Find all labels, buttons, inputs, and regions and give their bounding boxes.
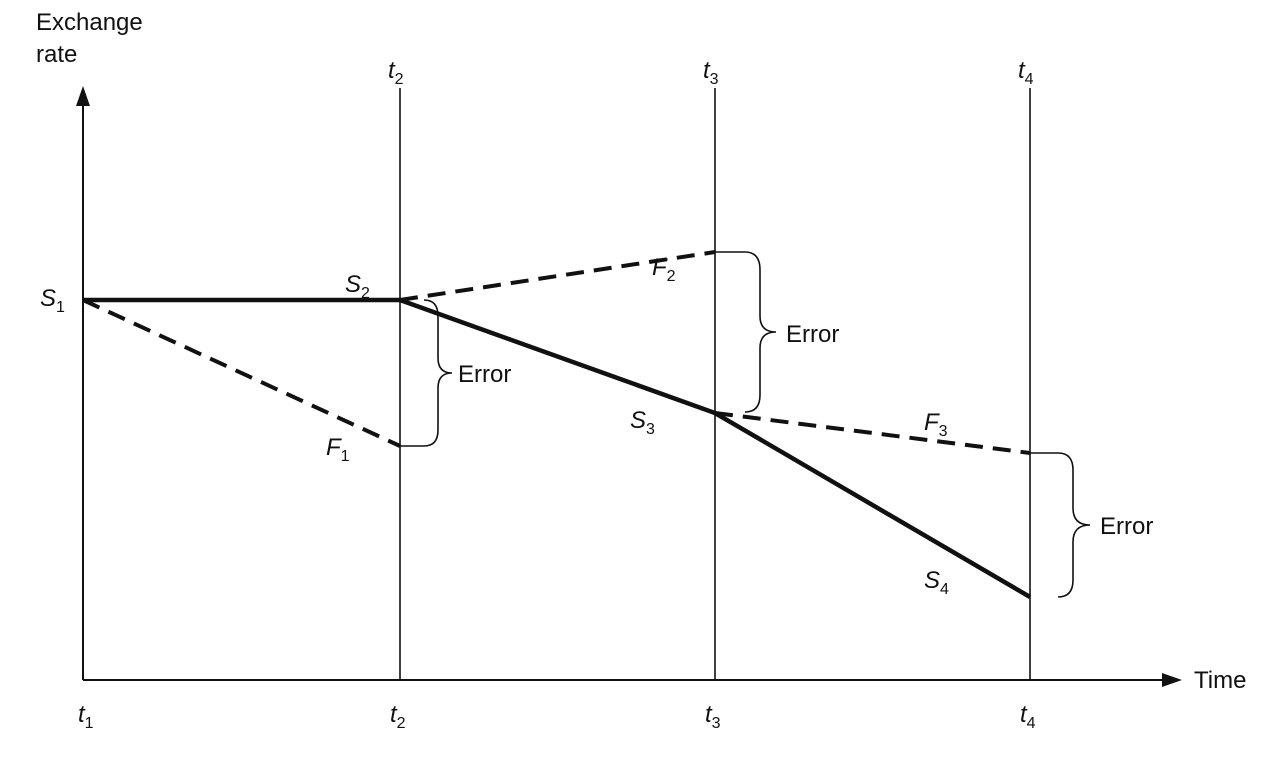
label-s4: S4: [924, 567, 949, 598]
error-brace-2: [715, 251, 777, 413]
y-axis-label-line2: rate: [36, 41, 77, 68]
top-label-t3: t3: [703, 57, 719, 88]
bottom-label-t4: t4: [1020, 701, 1036, 732]
forward-forecast-f3: [714, 411, 1031, 455]
y-axis-arrow-icon: [76, 86, 90, 106]
x-axis-arrow-icon: [1162, 673, 1182, 687]
label-f3: F3: [924, 409, 948, 440]
error-brace-3: [1030, 452, 1091, 598]
error-brace-1: [400, 299, 453, 447]
bottom-label-t2: t2: [390, 701, 406, 732]
x-axis-label: Time: [1194, 667, 1246, 694]
label-s2: S2: [345, 271, 370, 302]
top-label-t4: t4: [1018, 57, 1034, 88]
label-s3: S3: [630, 407, 655, 438]
error-label-2: Error: [786, 321, 839, 348]
label-f1: F1: [326, 434, 350, 465]
forward-forecast-f2: [399, 250, 716, 302]
y-axis-label-line1: Exchange: [36, 9, 143, 36]
label-f2: F2: [652, 254, 676, 285]
bottom-label-t3: t3: [705, 701, 721, 732]
label-s1: S1: [40, 285, 65, 316]
spot-rate-path: [83, 297, 1032, 599]
top-label-t2: t2: [388, 57, 404, 88]
forward-forecast-f1: [82, 298, 401, 448]
bottom-label-t1: t1: [78, 701, 94, 732]
error-label-1: Error: [458, 361, 511, 388]
error-label-3: Error: [1100, 513, 1153, 540]
